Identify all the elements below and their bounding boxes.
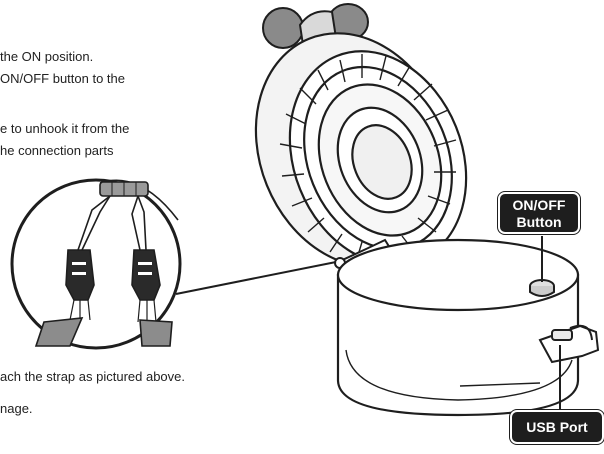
strap-clip-left [65, 249, 95, 322]
on-off-label-line2: Button [516, 214, 562, 230]
fan-grille-lines [279, 54, 457, 263]
on-off-button-label: ON/OFF Button [498, 192, 580, 234]
instruction-line-3: e to unhook it from the [0, 121, 130, 136]
on-off-button[interactable] [529, 279, 555, 297]
zoom-detail-circle [10, 178, 182, 350]
instruction-line-5: ach the strap as pictured above. [0, 369, 186, 384]
strap-clip-right [131, 249, 161, 324]
on-off-label-line1: ON/OFF [512, 197, 566, 213]
usb-port-label: USB Port [510, 410, 604, 444]
strap-fabric [34, 317, 173, 347]
instruction-line-6: nage. [0, 401, 33, 416]
instruction-line-1: the ON position. [0, 49, 94, 64]
fan-base [336, 238, 580, 417]
zoom-connector-line [175, 261, 337, 295]
fan-head [254, 32, 468, 268]
instruction-line-2: ON/OFF button to the [0, 71, 125, 86]
instruction-line-4: he connection parts [0, 143, 114, 158]
usb-port[interactable] [538, 324, 600, 364]
fan-rear-knobs [262, 3, 369, 49]
